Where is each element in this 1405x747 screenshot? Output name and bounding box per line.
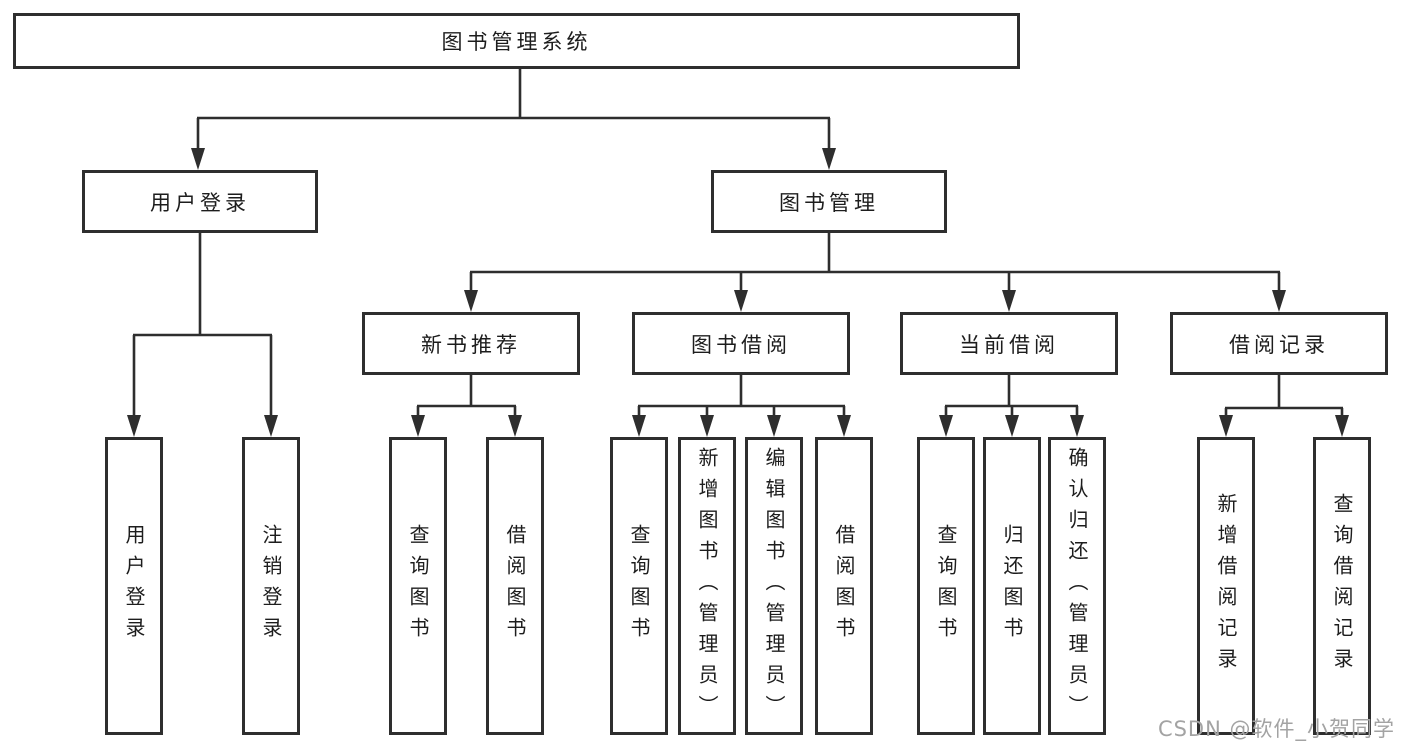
leaf-query-books-current: 查询图书 <box>917 437 975 735</box>
node-library-system: 图书管理系统 <box>13 13 1020 69</box>
leaf-logout: 注销登录 <box>242 437 300 735</box>
leaf-borrow-books-recommend: 借阅图书 <box>486 437 544 735</box>
leaf-add-borrow-record: 新增借阅记录 <box>1197 437 1255 735</box>
leaf-add-books-admin: 新增图书（管理员） <box>678 437 736 735</box>
leaf-query-books-borrowing: 查询图书 <box>610 437 668 735</box>
leaf-return-books: 归还图书 <box>983 437 1041 735</box>
leaf-user-login: 用户登录 <box>105 437 163 735</box>
arrowheads <box>127 148 1349 437</box>
leaf-borrow-books-borrowing: 借阅图书 <box>815 437 873 735</box>
leaf-query-books-recommend: 查询图书 <box>389 437 447 735</box>
node-user-login: 用户登录 <box>82 170 318 233</box>
node-new-book-recommend: 新书推荐 <box>362 312 580 375</box>
node-book-borrowing: 图书借阅 <box>632 312 850 375</box>
leaf-query-borrow-record: 查询借阅记录 <box>1313 437 1371 735</box>
leaf-confirm-return-admin: 确认归还（管理员） <box>1048 437 1106 735</box>
node-current-borrowing: 当前借阅 <box>900 312 1118 375</box>
node-borrowing-records: 借阅记录 <box>1170 312 1388 375</box>
watermark: CSDN @软件_小贺同学 <box>1157 717 1395 741</box>
leaf-edit-books-admin: 编辑图书（管理员） <box>745 437 803 735</box>
node-book-management: 图书管理 <box>711 170 947 233</box>
